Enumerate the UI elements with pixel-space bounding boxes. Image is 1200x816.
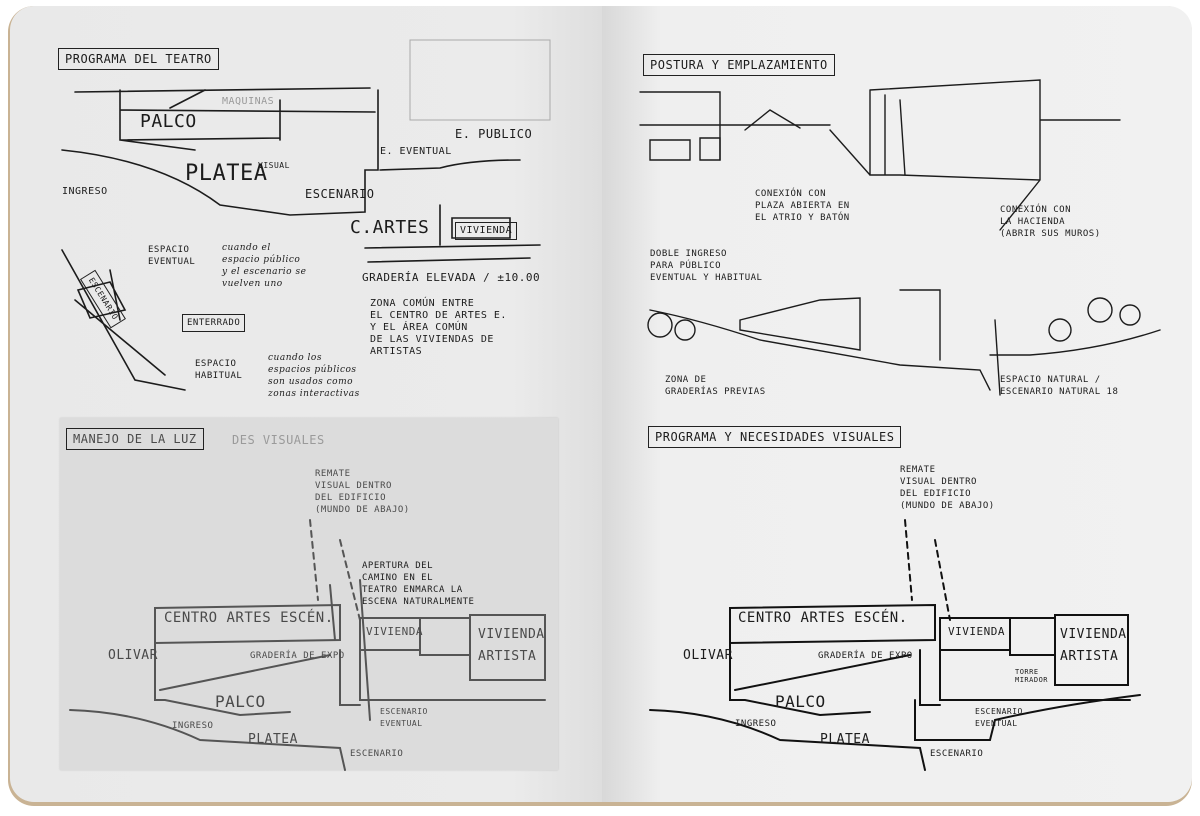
- label-platea: PLATEA: [185, 161, 268, 186]
- label-centro-artes: CENTRO ARTES ESCÉN.: [164, 610, 334, 626]
- label-escenario-eventual: ESCENARIO EVENTUAL: [975, 707, 1023, 728]
- theatre-section-sketch: [61, 87, 541, 391]
- label-ingreso: INGRESO: [62, 186, 108, 197]
- label-platea: PLATEA: [248, 732, 298, 747]
- note-espacio-natural: ESPACIO NATURAL / ESCENARIO NATURAL 18: [1000, 375, 1119, 397]
- label-enterrado: ENTERRADO: [182, 314, 246, 332]
- label-palco: PALCO: [140, 111, 197, 132]
- note-conexion-hacienda: CONEXIÓN CON LA HACIENDA (ABRIR SUS MURO…: [1000, 205, 1101, 239]
- label-centro-artes: CENTRO ARTES ESCÉN.: [738, 610, 908, 626]
- note-conexion-plaza: CONEXIÓN CON PLAZA ABIERTA EN EL ATRIO Y…: [755, 189, 850, 223]
- label-e-eventual: E. EVENTUAL: [380, 146, 452, 157]
- label-graderia-elevada: GRADERÍA ELEVADA / ±10.00: [362, 271, 541, 284]
- section-title-theatre-program: PROGRAMA DEL TEATRO: [58, 48, 219, 70]
- label-torre-mirador: TORRE MIRADOR: [1015, 668, 1049, 684]
- label-graderia-expo: GRADERÍA DE EXPO: [818, 651, 913, 661]
- label-espacio-eventual: ESPACIO EVENTUAL: [148, 245, 196, 267]
- label-vivienda: VIVIENDA: [455, 222, 518, 240]
- label-vivienda: VIVIENDA: [366, 625, 423, 638]
- note-remate-visual: REMATE VISUAL DENTRO DEL EDIFICIO (MUNDO…: [315, 469, 410, 515]
- note-zona-comun: ZONA COMÚN ENTRE EL CENTRO DE ARTES E. Y…: [370, 298, 507, 357]
- tracing-paper-sheet: [60, 418, 558, 770]
- section-title-light-management: MANEJO DE LA LUZ: [66, 428, 204, 450]
- note-espacio-habitual: cuando los espacios públicos son usados …: [268, 353, 360, 399]
- label-palco: PALCO: [775, 692, 826, 711]
- label-c-artes: C.ARTES: [350, 217, 430, 238]
- label-escenario-eventual: ESCENARIO EVENTUAL: [380, 707, 428, 728]
- note-apertura-camino: APERTURA DEL CAMINO EN EL TEATRO ENMARCA…: [362, 561, 475, 607]
- label-espacio-habitual: ESPACIO HABITUAL: [195, 359, 243, 381]
- label-platea: PLATEA: [820, 732, 870, 747]
- section-title-faded: DES VISUALES: [232, 433, 325, 447]
- label-graderia-expo: GRADERÍA DE EXPO: [250, 651, 345, 661]
- note-remate-visual: REMATE VISUAL DENTRO DEL EDIFICIO (MUNDO…: [900, 465, 995, 511]
- label-vivienda-artista: VIVIENDA ARTISTA: [1060, 627, 1127, 664]
- label-escenario: ESCENARIO: [350, 749, 404, 759]
- label-maquinas: MAQUINAS: [222, 96, 275, 107]
- site-perspective-sketch: [639, 79, 1161, 396]
- note-espacio-eventual: cuando el espacio público y el escenario…: [222, 243, 307, 289]
- section-title-postura: POSTURA Y EMPLAZAMIENTO: [643, 54, 835, 76]
- label-olivar: OLIVAR: [683, 648, 733, 663]
- note-zona-graderias: ZONA DE GRADERÍAS PREVIAS: [665, 375, 766, 397]
- label-vivienda: VIVIENDA: [948, 625, 1005, 638]
- label-ingreso: INGRESO: [172, 721, 214, 731]
- label-olivar: OLIVAR: [108, 648, 158, 663]
- label-ingreso: INGRESO: [735, 719, 777, 729]
- label-vivienda-artista: VIVIENDA ARTISTA: [478, 627, 545, 664]
- label-escenario: ESCENARIO: [930, 749, 984, 759]
- label-palco: PALCO: [215, 692, 266, 711]
- label-e-publico: E. PUBLICO: [455, 127, 533, 141]
- visual-program-sketch-ink: [649, 519, 1141, 771]
- section-title-programa-necesidades: PROGRAMA Y NECESIDADES VISUALES: [648, 426, 902, 448]
- note-doble-ingreso: DOBLE INGRESO PARA PÚBLICO EVENTUAL Y HA…: [650, 249, 763, 283]
- label-escenario: ESCENARIO: [305, 187, 375, 201]
- light-section-sketch-pencil: [69, 519, 546, 771]
- label-visual: VISUAL: [258, 161, 290, 170]
